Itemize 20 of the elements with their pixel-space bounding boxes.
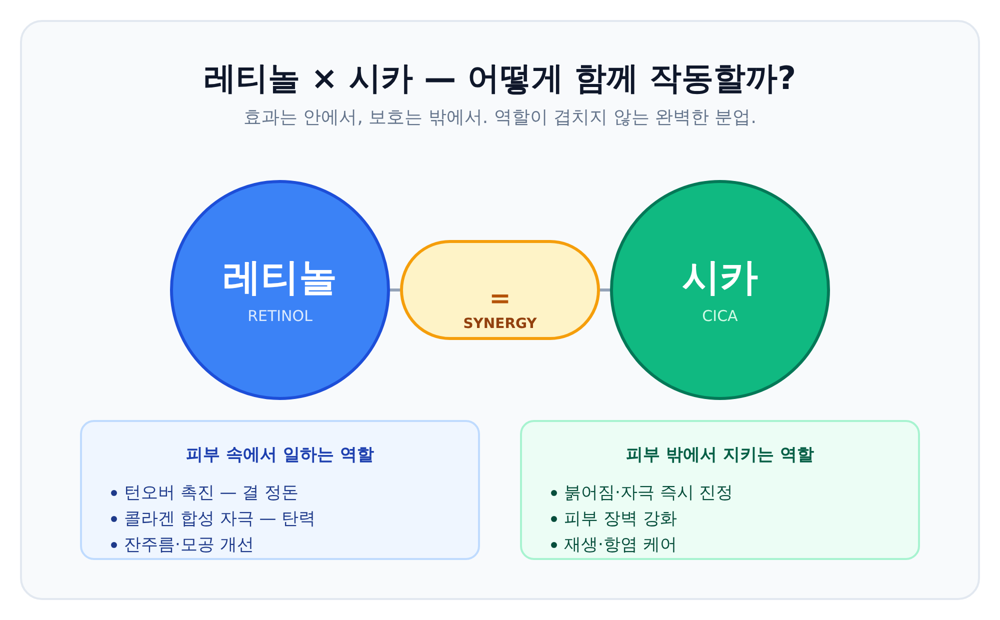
connector-line: [600, 288, 610, 292]
bullet-item: 잔주름·모공 개선: [124, 534, 254, 557]
bullet-item: 콜라겐 합성 자극 — 탄력: [124, 508, 316, 531]
bullet-item: 피부 장벽 강화: [564, 508, 677, 531]
node-label: SYNERGY: [463, 315, 537, 333]
info-card: [80, 420, 480, 560]
subtitle-text: 효과는 안에서, 보호는 밖에서. 역할이 겹치지 않는 완벽한 분업.: [244, 106, 756, 130]
bullet-item: 재생·항염 케어: [564, 534, 677, 557]
info-card: [520, 420, 920, 560]
card-heading: 피부 속에서 일하는 역할: [186, 444, 374, 466]
card-heading: 피부 밖에서 지키는 역할: [626, 444, 814, 466]
node-title: 레티놀: [223, 254, 337, 298]
node-subtitle: CICA: [702, 306, 738, 326]
node-title: 시카: [682, 254, 758, 298]
diagram-title: 레티놀 × 시카 — 어떻게 함께 작동할까?: [204, 59, 796, 97]
bullet-item: 붉어짐·자극 즉시 진정: [564, 482, 734, 505]
node-subtitle: RETINOL: [248, 306, 312, 326]
connector-line: [390, 288, 400, 292]
equals-sign: =: [489, 285, 511, 313]
bullet-item: 턴오버 촉진 — 결 정돈: [124, 482, 299, 505]
